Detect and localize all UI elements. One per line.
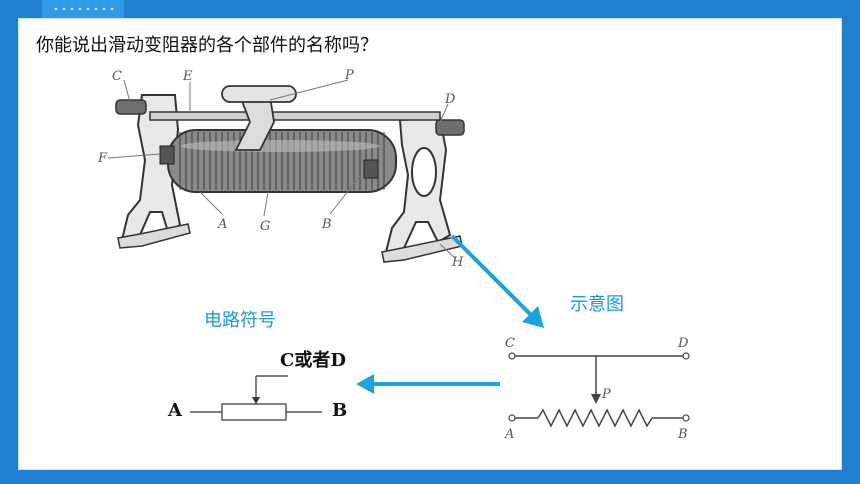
symbol-title: 电路符号: [204, 310, 276, 331]
arrow-to-schematic: [450, 234, 544, 328]
terminal-b: [363, 159, 379, 179]
coil-highlight: [180, 140, 380, 152]
photo-label-e: E: [182, 69, 193, 84]
schematic-diagram: [508, 352, 690, 428]
coil-windings: [179, 132, 385, 190]
photo-label-b: B: [321, 217, 332, 232]
foot-left: [117, 223, 191, 249]
schematic-label-p: P: [601, 387, 611, 402]
photo-label-g: G: [260, 219, 270, 234]
arrow-to-symbol: [356, 374, 500, 394]
schematic-title: 示意图: [570, 294, 624, 315]
label-leader-lines: [107, 79, 456, 259]
terminal-c: [115, 99, 147, 115]
photo-label-p: P: [344, 68, 354, 83]
terminal-d: [435, 119, 465, 136]
metal-rod-e: [149, 111, 441, 121]
top-frame-bar: [0, 0, 860, 18]
photo-label-f: F: [97, 151, 108, 166]
left-frame-bar: [0, 0, 18, 484]
slider-knob: [221, 85, 297, 103]
circuit-symbol: [190, 375, 322, 421]
terminal-a: [159, 145, 175, 165]
photo-label-d: D: [444, 92, 456, 107]
bottom-frame-bar: [0, 470, 860, 484]
schematic-label-b: B: [677, 427, 688, 442]
schematic-label-c: C: [505, 336, 515, 351]
right-end-hole: [411, 147, 437, 197]
symbol-right-label: B: [332, 400, 348, 421]
right-frame-bar: [842, 0, 860, 484]
tab-dot-pattern: [52, 6, 116, 12]
photo-label-c: C: [112, 69, 122, 84]
question-text: 你能说出滑动变阻器的各个部件的名称吗？: [36, 35, 378, 56]
rheostat-illustration: C E P D F A G B H: [97, 68, 465, 270]
symbol-left-label: A: [168, 400, 182, 421]
symbol-top-label: C或者D: [280, 350, 346, 371]
photo-label-a: A: [217, 217, 227, 232]
photo-label-h: H: [451, 255, 464, 270]
schematic-label-d: D: [677, 336, 689, 351]
schematic-label-a: A: [504, 427, 514, 442]
